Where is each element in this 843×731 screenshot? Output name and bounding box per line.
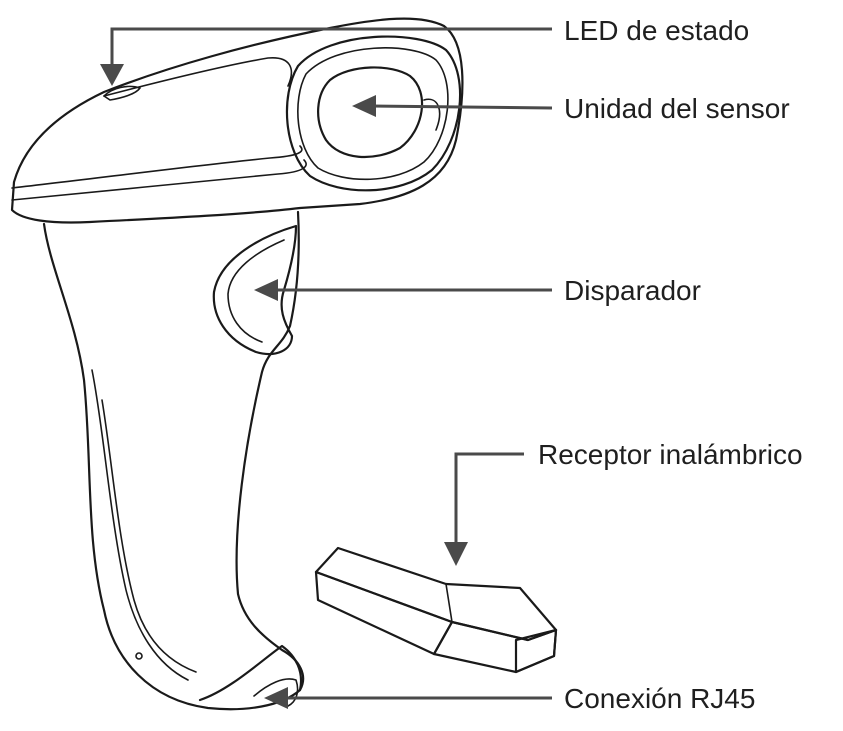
arrowhead-trigger — [254, 279, 278, 301]
arrowhead-sensor-unit — [352, 95, 376, 117]
receiver-top-face — [314, 546, 558, 642]
scanner-head-outline — [10, 17, 464, 224]
label-status-led: LED de estado — [564, 15, 749, 46]
receiver-connector-seam — [445, 583, 453, 623]
scanner-base — [198, 644, 303, 702]
arrowhead-status-led — [100, 64, 124, 86]
sensor-lens-highlight — [423, 98, 441, 131]
scanner-screw-hole — [135, 652, 143, 660]
barcode-scanner-illustration — [10, 17, 464, 711]
label-rj45-connection: Conexión RJ45 — [564, 683, 755, 714]
trigger-button — [212, 224, 298, 356]
label-trigger: Disparador — [564, 275, 701, 306]
callout-labels: LED de estado Unidad del sensor Disparad… — [538, 15, 803, 714]
sensor-window-frame — [285, 35, 462, 192]
leader-wireless-receiver — [454, 452, 524, 546]
wireless-receiver-illustration — [314, 546, 558, 674]
scanner-handle-side-groove — [101, 399, 197, 673]
receiver-body — [314, 570, 454, 656]
arrowhead-rj45-connection — [264, 687, 288, 709]
rj45-port — [253, 678, 299, 707]
sensor-window-frame-inner — [297, 47, 449, 181]
callout-leaders — [100, 27, 553, 709]
sensor-lens — [317, 66, 424, 159]
leader-sensor-unit — [369, 104, 553, 110]
trigger-inner-contour — [227, 239, 285, 343]
label-wireless-receiver: Receptor inalámbrico — [538, 439, 803, 470]
leader-status-led — [110, 27, 552, 68]
arrowhead-wireless-receiver — [444, 542, 468, 566]
scanner-head-band — [11, 145, 303, 189]
receiver-connector-end — [514, 628, 558, 674]
scanner-head-band-lower — [11, 159, 307, 201]
receiver-connector — [432, 620, 558, 674]
scanner-head-inner-contour — [103, 57, 293, 97]
label-sensor-unit: Unidad del sensor — [564, 93, 790, 124]
status-led-lens — [103, 85, 141, 101]
scanner-handle-inner-contour — [91, 369, 189, 681]
